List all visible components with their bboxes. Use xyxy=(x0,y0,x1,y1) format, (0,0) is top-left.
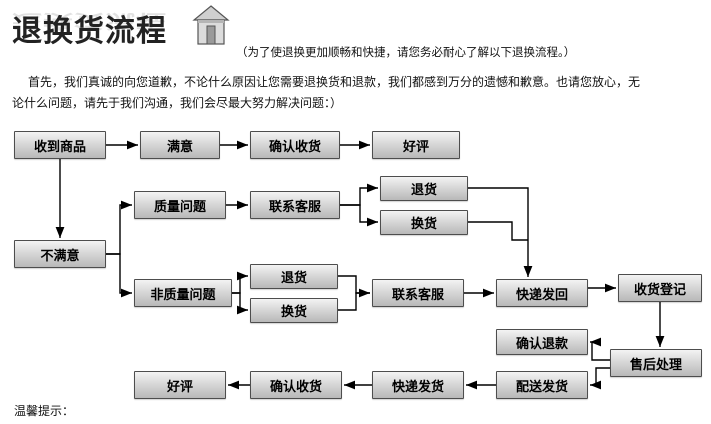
flow-node-n5: 质量问题 xyxy=(134,191,226,219)
flow-node-n18: 配送发货 xyxy=(496,371,588,399)
flow-node-n19: 快递发货 xyxy=(372,371,464,399)
flow-node-n3: 确认收货 xyxy=(250,131,340,159)
flow-node-n9: 不满意 xyxy=(14,240,106,268)
house-icon xyxy=(192,4,230,46)
flow-node-n2: 满意 xyxy=(140,131,220,159)
flow-node-n4: 好评 xyxy=(372,131,460,159)
footer-tip: 温馨提示： xyxy=(14,404,75,418)
header-note: （为了使退换更加顺畅和快捷，请您务必耐心了解以下退换流程。） xyxy=(236,45,576,59)
flow-node-n15: 收货登记 xyxy=(618,274,702,302)
flow-node-n13: 联系客服 xyxy=(372,279,464,307)
flow-node-n21: 好评 xyxy=(134,371,226,399)
flow-node-n16: 确认退款 xyxy=(496,329,588,355)
intro-paragraph: 首先，我们真诚的向您道歉，不论什么原因让您需要退换货和退款，我们都感到万分的遗憾… xyxy=(12,72,688,114)
flow-node-n8: 换货 xyxy=(380,210,468,235)
flow-node-n6: 联系客服 xyxy=(250,191,340,219)
flow-node-n1: 收到商品 xyxy=(14,131,106,159)
intro-line-2: 论什么问题，请先于我们沟通，我们会尽最大努力解决问题：） xyxy=(12,96,343,110)
flow-node-n14: 快递发回 xyxy=(496,279,588,307)
flow-node-n10: 非质量问题 xyxy=(134,279,232,307)
flow-node-n17: 售后处理 xyxy=(610,349,702,377)
intro-line-1: 首先，我们真诚的向您道歉，不论什么原因让您需要退换货和退款，我们都感到万分的遗憾… xyxy=(28,75,641,89)
flow-node-n20: 确认收货 xyxy=(250,371,342,399)
flow-node-n11: 退货 xyxy=(250,264,338,289)
page-title: 退换货流程 xyxy=(12,14,167,49)
flow-node-n12: 换货 xyxy=(250,298,338,323)
flow-node-n7: 退货 xyxy=(380,176,468,201)
